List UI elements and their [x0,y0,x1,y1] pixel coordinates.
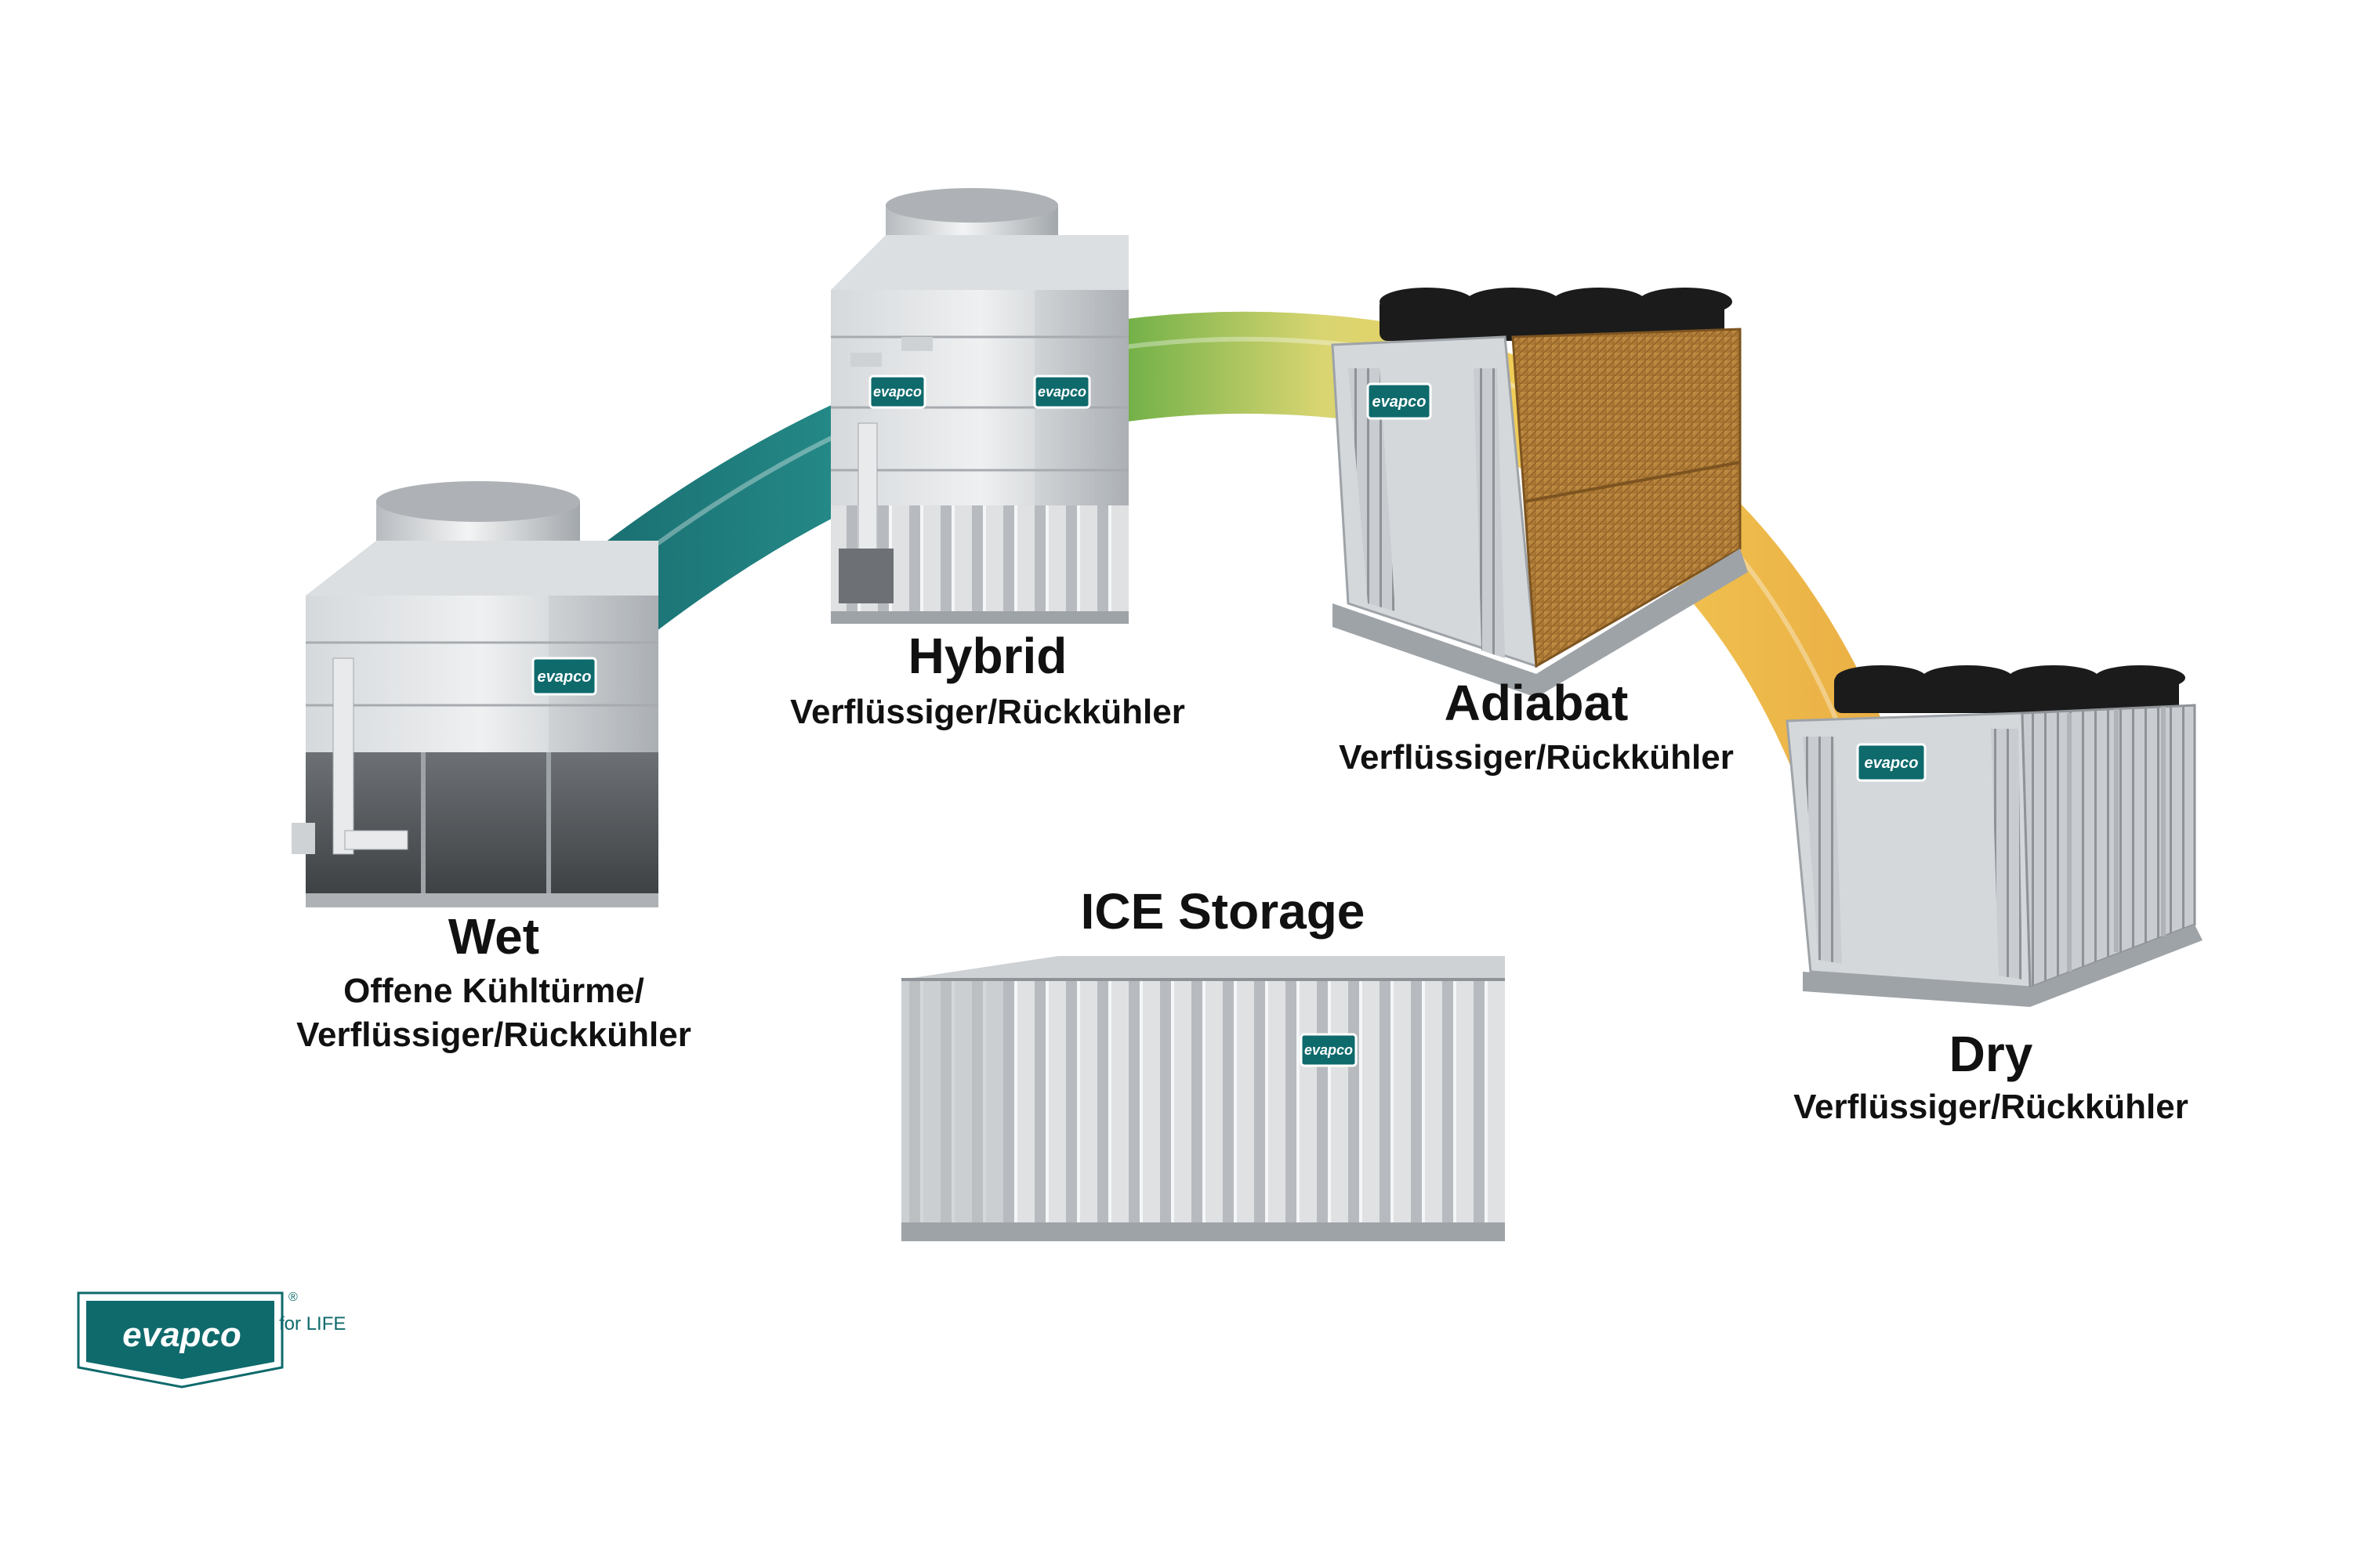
wet-title: Wet [448,908,540,965]
dry-title: Dry [1949,1026,2033,1082]
evapco-logo: evapco ® [77,1291,298,1389]
unit-badge: evapco [1304,1042,1353,1058]
logo-wordmark: evapco [122,1316,241,1354]
dry-cooler-image: evapco [1786,665,2203,1007]
hybrid-title: Hybrid [908,628,1068,684]
ice-storage-tank-image: evapco [901,956,1505,1241]
logo-tagline: for LIFE [279,1313,346,1334]
cooling-tower-image: evapco [292,481,658,907]
unit-badge: evapco [538,668,592,686]
wet-subtitle-line-1: Offene Kühltürme/ [343,972,644,1010]
registered-mark: ® [288,1291,298,1304]
dry-subtitle: Verflüssiger/Rückkühler [1793,1088,2188,1126]
adiabatic-cooler-image: evapco [1331,288,1748,697]
unit-badge: evapco [1865,755,1919,772]
unit-badge: evapco [1372,393,1427,411]
unit-badge: evapco [873,384,922,400]
hybrid-cooler-image: evapco evapco [831,188,1129,624]
unit-badge: evapco [1038,384,1086,400]
adiabat-title: Adiabat [1444,675,1629,731]
wet-subtitle-line-2: Verflüssiger/Rückkühler [296,1016,691,1054]
hybrid-subtitle: Verflüssiger/Rückkühler [790,693,1185,731]
adiabat-subtitle: Verflüssiger/Rückkühler [1339,738,1734,777]
ice-storage-title: ICE Storage [1080,883,1365,940]
